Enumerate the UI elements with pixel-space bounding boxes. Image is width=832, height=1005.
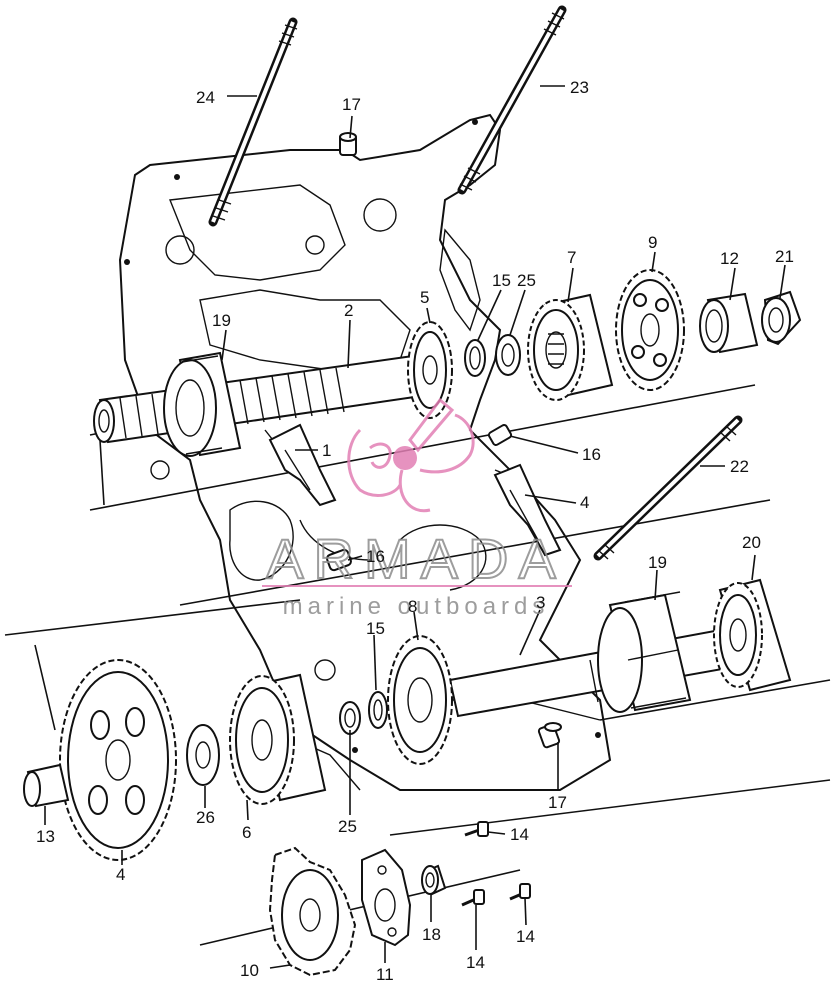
- gear-5: [407, 321, 453, 419]
- callout-14-center: 14: [466, 953, 485, 972]
- callout-2: 2: [344, 301, 353, 320]
- gear-9: [615, 269, 685, 391]
- callout-1: 1: [322, 441, 331, 460]
- dowel-16-upper: [487, 424, 513, 446]
- shift-fork-1: [268, 423, 337, 507]
- callout-16-lower: 16: [366, 547, 385, 566]
- nut-21: [761, 290, 802, 346]
- callout-13: 13: [36, 827, 55, 846]
- dowel-17-upper: [339, 132, 357, 156]
- callout-4: 4: [580, 493, 589, 512]
- callout-14-right: 14: [516, 927, 535, 946]
- bushing-13: [23, 763, 70, 808]
- callout-26: 26: [196, 808, 215, 827]
- plate-11: [361, 848, 412, 947]
- callout-17-lower: 17: [548, 793, 567, 812]
- callout-19: 19: [212, 311, 231, 330]
- callout-4-lower: 4: [116, 865, 125, 884]
- callout-12: 12: [720, 249, 739, 268]
- gear-6: [229, 673, 327, 805]
- dowel-17-lower: [537, 722, 562, 749]
- callout-23: 23: [570, 78, 589, 97]
- gear-7: [527, 293, 614, 401]
- bolt-14-a: [464, 821, 489, 837]
- dowel-16-lower: [326, 548, 352, 572]
- callout-5: 5: [420, 288, 429, 307]
- callout-15-lower: 15: [366, 619, 385, 638]
- watermark-logo-icon: [347, 397, 475, 513]
- callout-25: 25: [517, 271, 536, 290]
- sprocket-10: [268, 846, 357, 977]
- shift-fork-4: [493, 463, 562, 557]
- callout-15: 15: [492, 271, 511, 290]
- washer-25-lower: [339, 701, 361, 735]
- washer-25-upper: [495, 334, 521, 376]
- callout-22: 22: [730, 457, 749, 476]
- callout-11: 11: [376, 965, 394, 984]
- callout-6: 6: [242, 823, 251, 842]
- sleeve-18: [421, 864, 447, 896]
- callout-3: 3: [536, 593, 545, 612]
- stud-24: [208, 17, 298, 227]
- callout-9: 9: [648, 233, 657, 252]
- circlip-15-upper: [464, 339, 486, 377]
- leader-lines: [44, 85, 786, 969]
- callout-17: 17: [342, 95, 361, 114]
- circlip-15-lower: [368, 691, 388, 729]
- stud-22: [593, 415, 743, 561]
- bearing-19-upper: [163, 351, 242, 457]
- callout-labels: 24 17 23 9 7 12 21 15 25 5 2 19 1 16 22 …: [36, 78, 794, 984]
- callout-20: 20: [742, 533, 761, 552]
- bolt-14-b: [461, 889, 485, 907]
- callout-14: 14: [510, 825, 529, 844]
- callout-21: 21: [775, 247, 794, 266]
- callout-7: 7: [567, 248, 576, 267]
- callout-16: 16: [582, 445, 601, 464]
- alignment-lines: [4, 384, 831, 946]
- callout-24: 24: [196, 88, 215, 107]
- bushing-12: [699, 292, 759, 354]
- gear-4-large: [59, 659, 177, 861]
- bearing-19-lower: [597, 591, 692, 713]
- watermark-brand: ARMADA: [266, 527, 566, 590]
- callout-19-lower: 19: [648, 553, 667, 572]
- stud-23: [457, 5, 567, 195]
- callout-25-lower: 25: [338, 817, 357, 836]
- gear-8: [387, 635, 453, 765]
- gear-20: [713, 578, 792, 692]
- watermark: ARMADA marine outboards: [262, 397, 572, 620]
- callout-10: 10: [240, 961, 259, 980]
- watermark-tagline: marine outboards: [283, 593, 550, 620]
- bolt-14-c: [509, 883, 531, 901]
- washer-26: [186, 724, 220, 786]
- callout-18: 18: [422, 925, 441, 944]
- callout-8: 8: [408, 597, 417, 616]
